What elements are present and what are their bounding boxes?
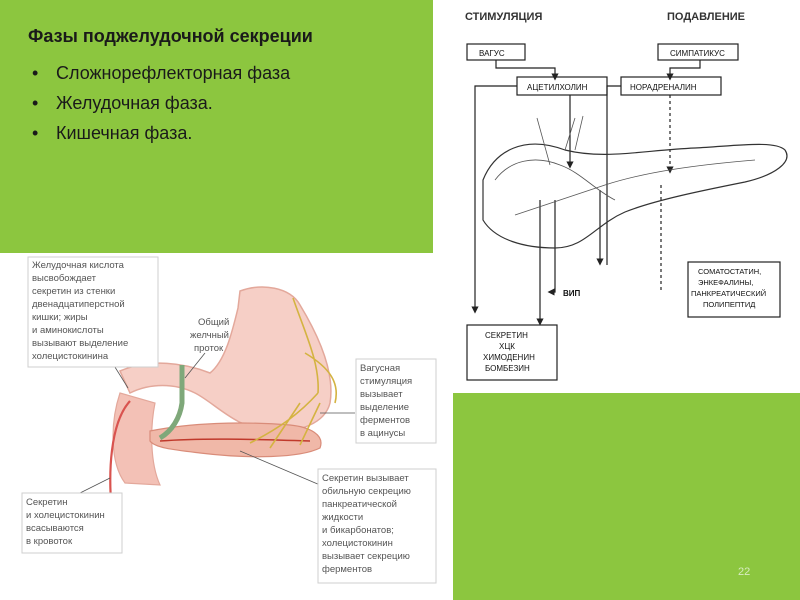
sympathetic-label: СИМПАТИКУС — [670, 49, 725, 58]
regulation-diagram: СТИМУЛЯЦИЯ ПОДАВЛЕНИЕ ВАГУС АЦЕТИЛХОЛИН … — [455, 0, 800, 388]
page-number: 22 — [738, 566, 750, 578]
vagus-label: ВАГУС — [479, 49, 505, 58]
bullet-list: Сложнорефлекторная фаза Желудочная фаза.… — [28, 58, 290, 148]
acetylcholine-label: АЦЕТИЛХОЛИН — [527, 83, 588, 92]
secretion-illustration: Желудочная кислота высвобождает секретин… — [0, 253, 440, 600]
hormone-item: ПОЛИПЕПТИД — [703, 300, 755, 309]
noradrenaline-label: НОРАДРЕНАЛИН — [630, 83, 697, 92]
bullet-item: Сложнорефлекторная фаза — [28, 58, 290, 88]
hormone-item: СЕКРЕТИН — [485, 331, 528, 340]
header-inhibition: ПОДАВЛЕНИЕ — [667, 11, 745, 23]
hormone-item: БОМБЕЗИН — [485, 364, 530, 373]
slide-title: Фазы поджелудочной секреции — [28, 26, 313, 47]
bullet-item: Желудочная фаза. — [28, 88, 290, 118]
hormone-item: ПАНКРЕАТИЧЕСКИЙ — [691, 289, 766, 298]
hormone-item: ЭНКЕФАЛИНЫ, — [698, 278, 753, 287]
bullet-item: Кишечная фаза. — [28, 118, 290, 148]
hormone-item: ХИМОДЕНИН — [483, 353, 535, 362]
hormone-item: СОМАТОСТАТИН, — [698, 267, 761, 276]
vip-label: ВИП — [563, 289, 581, 298]
hormone-item: ХЦК — [499, 342, 515, 351]
header-stimulation: СТИМУЛЯЦИЯ — [465, 11, 542, 23]
